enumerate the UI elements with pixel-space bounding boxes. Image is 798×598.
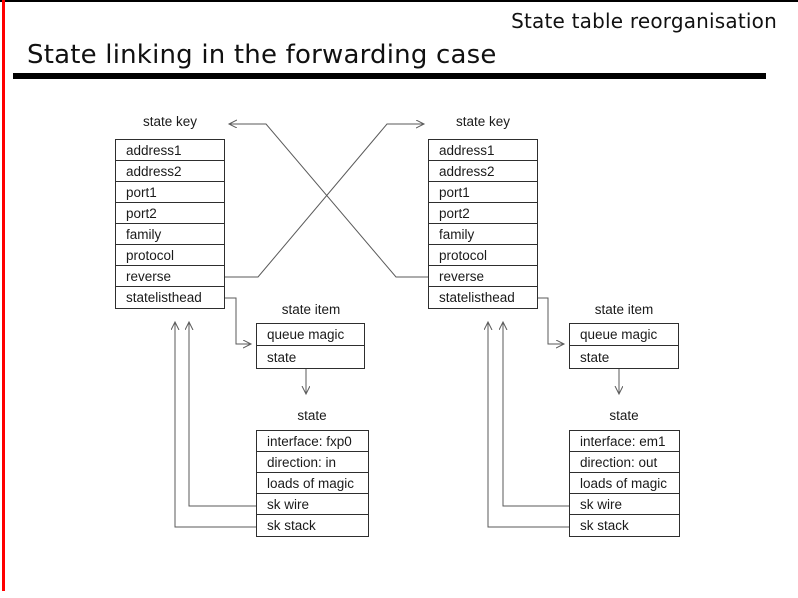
table-row: port1 xyxy=(116,182,224,203)
table-row: reverse xyxy=(116,266,224,287)
table-row: address1 xyxy=(116,140,224,161)
connector-right-skwire-to-key xyxy=(503,322,569,507)
state-key-label-left: state key xyxy=(142,114,198,129)
table-row: protocol xyxy=(429,245,537,266)
table-row: reverse xyxy=(429,266,537,287)
page-title: State linking in the forwarding case xyxy=(27,40,497,70)
state-label-right: state xyxy=(609,408,639,423)
connector-right-reverse-to-left-key xyxy=(229,124,428,278)
state-key-table-right: address1 address2 port1 port2 family pro… xyxy=(428,139,538,309)
connector-left-skwire-to-key xyxy=(189,322,256,507)
state-item-table-right: queue magic state xyxy=(569,323,679,369)
table-row: queue magic xyxy=(257,324,364,346)
table-row: sk stack xyxy=(580,518,629,533)
table-row: family xyxy=(429,224,537,245)
table-row: port2 xyxy=(116,203,224,224)
table-row: state xyxy=(580,349,610,365)
connector-left-reverse-to-right-key xyxy=(225,124,424,278)
state-item-table-left: queue magic state xyxy=(256,323,365,369)
table-row: port2 xyxy=(429,203,537,224)
state-key-table-left: address1 address2 port1 port2 family pro… xyxy=(115,139,225,309)
connector-left-statelisthead-to-item xyxy=(224,297,251,344)
state-label-left: state xyxy=(297,408,327,423)
table-row: address2 xyxy=(429,161,537,182)
table-row: direction: out xyxy=(570,452,679,473)
table-row: port1 xyxy=(429,182,537,203)
table-row: interface: em1 xyxy=(570,431,679,452)
table-row: statelisthead xyxy=(126,290,202,305)
state-item-label-right: state item xyxy=(594,302,654,317)
top-border-line xyxy=(0,0,798,2)
table-row: loads of magic xyxy=(257,473,368,494)
table-row: family xyxy=(116,224,224,245)
state-table-left: interface: fxp0 direction: in loads of m… xyxy=(256,430,369,537)
table-row: statelisthead xyxy=(439,290,515,305)
table-row: sk wire xyxy=(257,494,368,515)
presentation-title: State table reorganisation xyxy=(511,9,777,33)
table-row: queue magic xyxy=(570,324,678,346)
left-accent-bar xyxy=(2,0,5,591)
table-row: protocol xyxy=(116,245,224,266)
table-row: interface: fxp0 xyxy=(257,431,368,452)
connector-left-skstack-to-key xyxy=(175,322,256,528)
table-row: address2 xyxy=(116,161,224,182)
table-row: address1 xyxy=(429,140,537,161)
connector-right-skstack-to-key xyxy=(488,322,569,528)
table-row: state xyxy=(267,349,297,365)
state-item-label-left: state item xyxy=(281,302,341,317)
state-table-right: interface: em1 direction: out loads of m… xyxy=(569,430,680,537)
table-row: direction: in xyxy=(257,452,368,473)
connector-right-statelisthead-to-item xyxy=(537,297,564,344)
table-row: sk wire xyxy=(570,494,679,515)
table-row: loads of magic xyxy=(570,473,679,494)
state-key-label-right: state key xyxy=(455,114,511,129)
table-row: sk stack xyxy=(267,518,316,533)
title-underline xyxy=(13,73,766,79)
